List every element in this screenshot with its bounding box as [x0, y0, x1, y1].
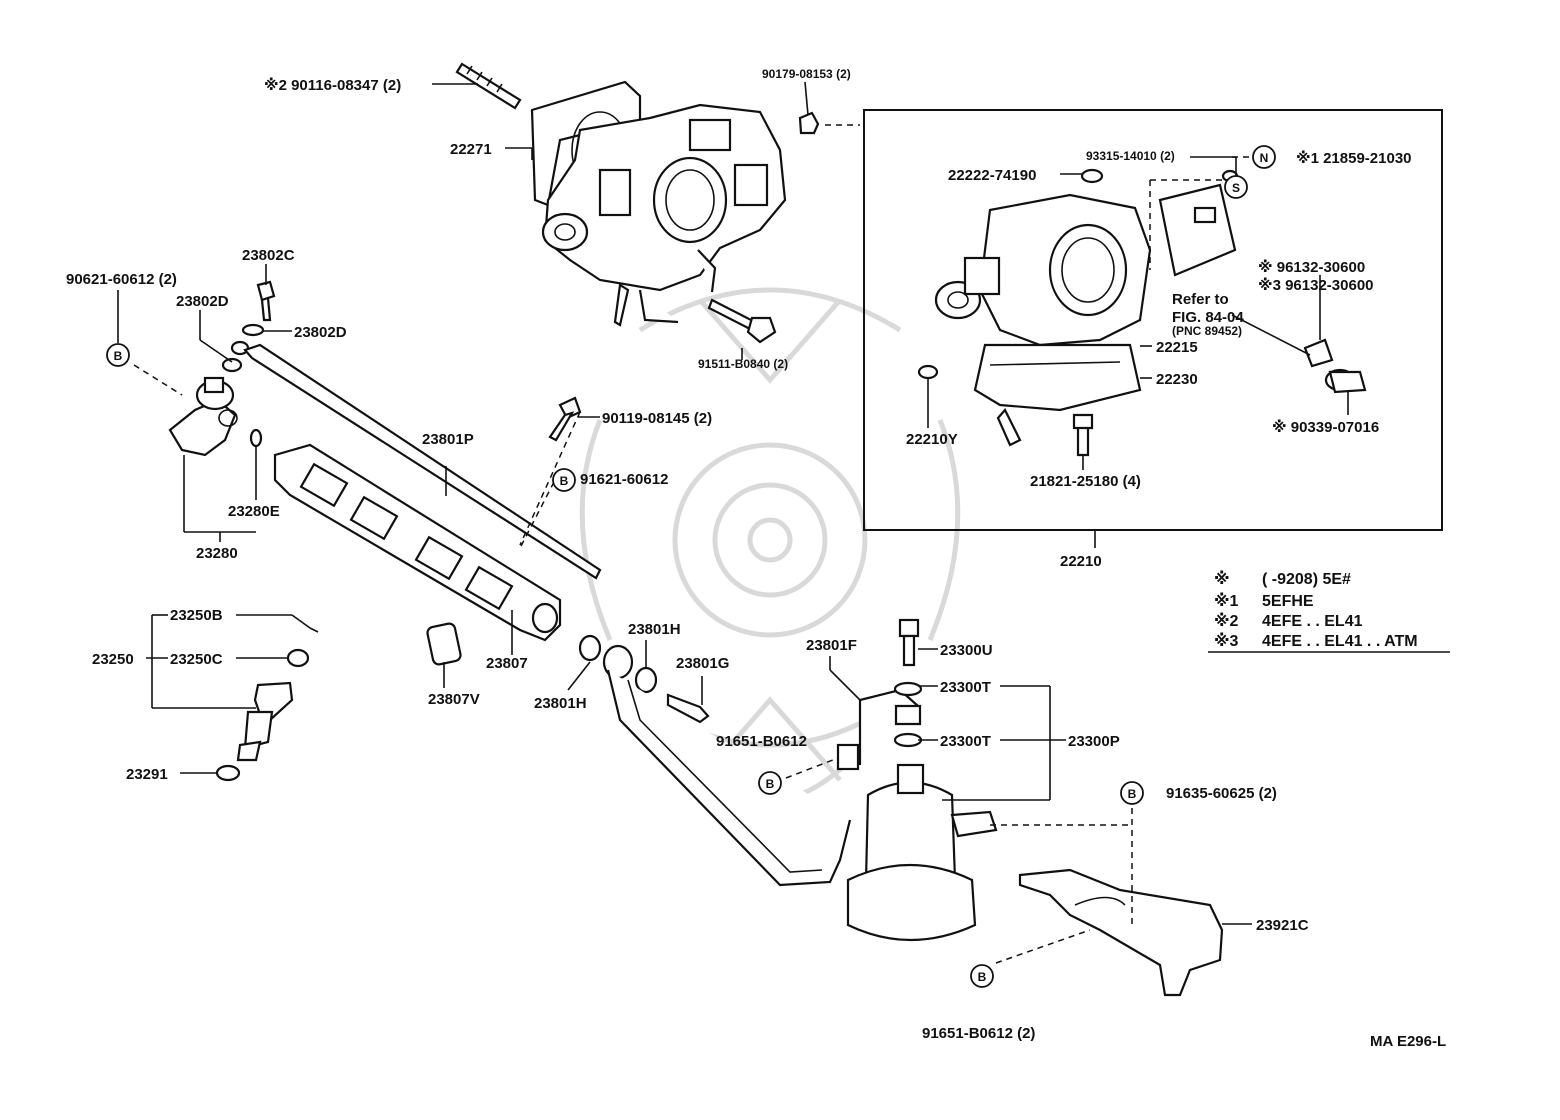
label-90119-08145: 90119-08145 (2) [602, 410, 712, 427]
label-23300U: 23300U [940, 642, 993, 659]
label-23300P: 23300P [1068, 733, 1120, 750]
label-23807: 23807 [486, 655, 528, 672]
variant-box-frame [863, 109, 1443, 531]
circle-marker-s: S [1224, 175, 1248, 199]
label-refer-to: Refer to [1172, 291, 1229, 308]
label-23250C: 23250C [170, 651, 223, 668]
svg-text:B: B [766, 777, 775, 791]
label-23280: 23280 [196, 545, 238, 562]
svg-text:B: B [1128, 787, 1137, 801]
circle-marker-b-5: B [970, 964, 994, 988]
label-23801H-b: 23801H [534, 695, 587, 712]
label-91651-B0612-a: 91651-B0612 [716, 733, 807, 750]
label-93315-14010: 93315-14010 (2) [1086, 149, 1175, 163]
fuel-pipe-23801P [243, 343, 602, 580]
label-23801F: 23801F [806, 637, 857, 654]
fuel-hose [606, 669, 852, 887]
label-23802D-a: 23802D [176, 293, 229, 310]
svg-text:B: B [560, 474, 569, 488]
label-22215: 22215 [1156, 339, 1198, 356]
legend-mark-3: ※3 [1214, 632, 1239, 650]
label-91621-60612: 91621-60612 [580, 471, 668, 488]
circle-marker-b-3: B [758, 771, 782, 795]
label-96132-30600-b: ※3 96132-30600 [1258, 276, 1374, 294]
plug-90179 [798, 111, 820, 135]
plug-22222 [1080, 168, 1104, 184]
label-90621-60612: 90621-60612 (2) [66, 271, 177, 288]
label-23801G: 23801G [676, 655, 729, 672]
sensor-96132 [1303, 338, 1367, 394]
label-90116-08347: ※2 90116-08347 (2) [264, 76, 401, 94]
label-23802D-b: 23802D [294, 324, 347, 341]
label-91635-60625: 91635-60625 (2) [1166, 785, 1277, 802]
insulator-23807V [426, 622, 462, 666]
label-22230: 22230 [1156, 371, 1198, 388]
circle-marker-n: N [1252, 145, 1276, 169]
label-23250B: 23250B [170, 607, 223, 624]
label-23291: 23291 [126, 766, 168, 783]
dashed-leader-lines [133, 124, 1250, 964]
legend-text-3: 4EFE . . EL41 . . ATM [1262, 633, 1418, 650]
watermark-emblem [579, 287, 961, 803]
svg-text:B: B [114, 349, 123, 363]
hose-fittings-23801 [578, 634, 710, 724]
circle-marker-b-2: B [552, 468, 576, 492]
label-90179-08153: 90179-08153 (2) [762, 67, 851, 81]
label-91511-B0840: 91511-B0840 (2) [698, 357, 788, 371]
label-23300T-b: 23300T [940, 733, 991, 750]
circle-marker-b-1: B [106, 343, 130, 367]
legend-text-1: 5EFHE [1262, 593, 1314, 610]
label-22271: 22271 [450, 141, 492, 158]
label-23280E: 23280E [228, 503, 280, 520]
union-bolt-23802C [221, 280, 276, 373]
svg-text:N: N [1260, 151, 1269, 165]
label-96132-30600-a: ※ 96132-30600 [1258, 258, 1365, 276]
stud-bolt-90116 [455, 62, 522, 110]
throttle-body-top [530, 80, 787, 327]
label-22222-74190: 22222-74190 [948, 167, 1036, 184]
diagram-code: MA E296-L [1370, 1033, 1446, 1050]
label-23921C: 23921C [1256, 917, 1309, 934]
label-23807V: 23807V [428, 691, 480, 708]
label-23801H-a: 23801H [628, 621, 681, 638]
legend-text-0: ( -9208) 5E# [1262, 571, 1351, 588]
variant-legend: ※ ( -9208) 5E# ※1 5EFHE ※2 4EFE . . EL41… [1208, 570, 1450, 653]
svg-text:S: S [1232, 181, 1240, 195]
label-21821-25180: 21821-25180 (4) [1030, 473, 1141, 490]
label-22210Y: 22210Y [906, 431, 958, 448]
label-22210: 22210 [1060, 553, 1102, 570]
label-23250: 23250 [92, 651, 134, 668]
circle-marker-b-4: B [1120, 781, 1144, 805]
legend-mark-1: ※1 [1214, 592, 1239, 610]
bolt-21821 [1072, 413, 1094, 457]
bolt-91511 [707, 298, 777, 344]
label-23801P: 23801P [422, 431, 474, 448]
part-labels: ※2 90116-08347 (2) 90179-08153 (2) 22271… [66, 67, 1412, 1042]
pressure-regulator-23280 [168, 376, 263, 457]
label-pnc-89452: (PNC 89452) [1172, 324, 1242, 338]
svg-text:B: B [978, 970, 987, 984]
leader-lines [117, 81, 1349, 925]
legend-mark-0: ※ [1214, 570, 1230, 588]
legend-mark-2: ※2 [1214, 612, 1239, 630]
label-90339-07016: ※ 90339-07016 [1272, 418, 1379, 436]
delivery-pipe-23807 [273, 443, 562, 642]
gasket-22210Y [917, 364, 939, 380]
bolt-90119 [548, 396, 582, 442]
label-91651-B0612-b: 91651-B0612 (2) [922, 1025, 1035, 1042]
fuel-injector-23250 [215, 627, 319, 782]
label-fig-84-04: FIG. 84-04 [1172, 309, 1244, 326]
legend-text-2: 4EFE . . EL41 [1262, 613, 1363, 630]
label-23300T-a: 23300T [940, 679, 991, 696]
fuel-filter-23300P [846, 618, 998, 942]
throttle-body-right [934, 169, 1239, 447]
label-23802C: 23802C [242, 247, 295, 264]
bracket-23921C [1018, 868, 1224, 997]
label-21859-21030: ※1 21859-21030 [1296, 149, 1412, 167]
